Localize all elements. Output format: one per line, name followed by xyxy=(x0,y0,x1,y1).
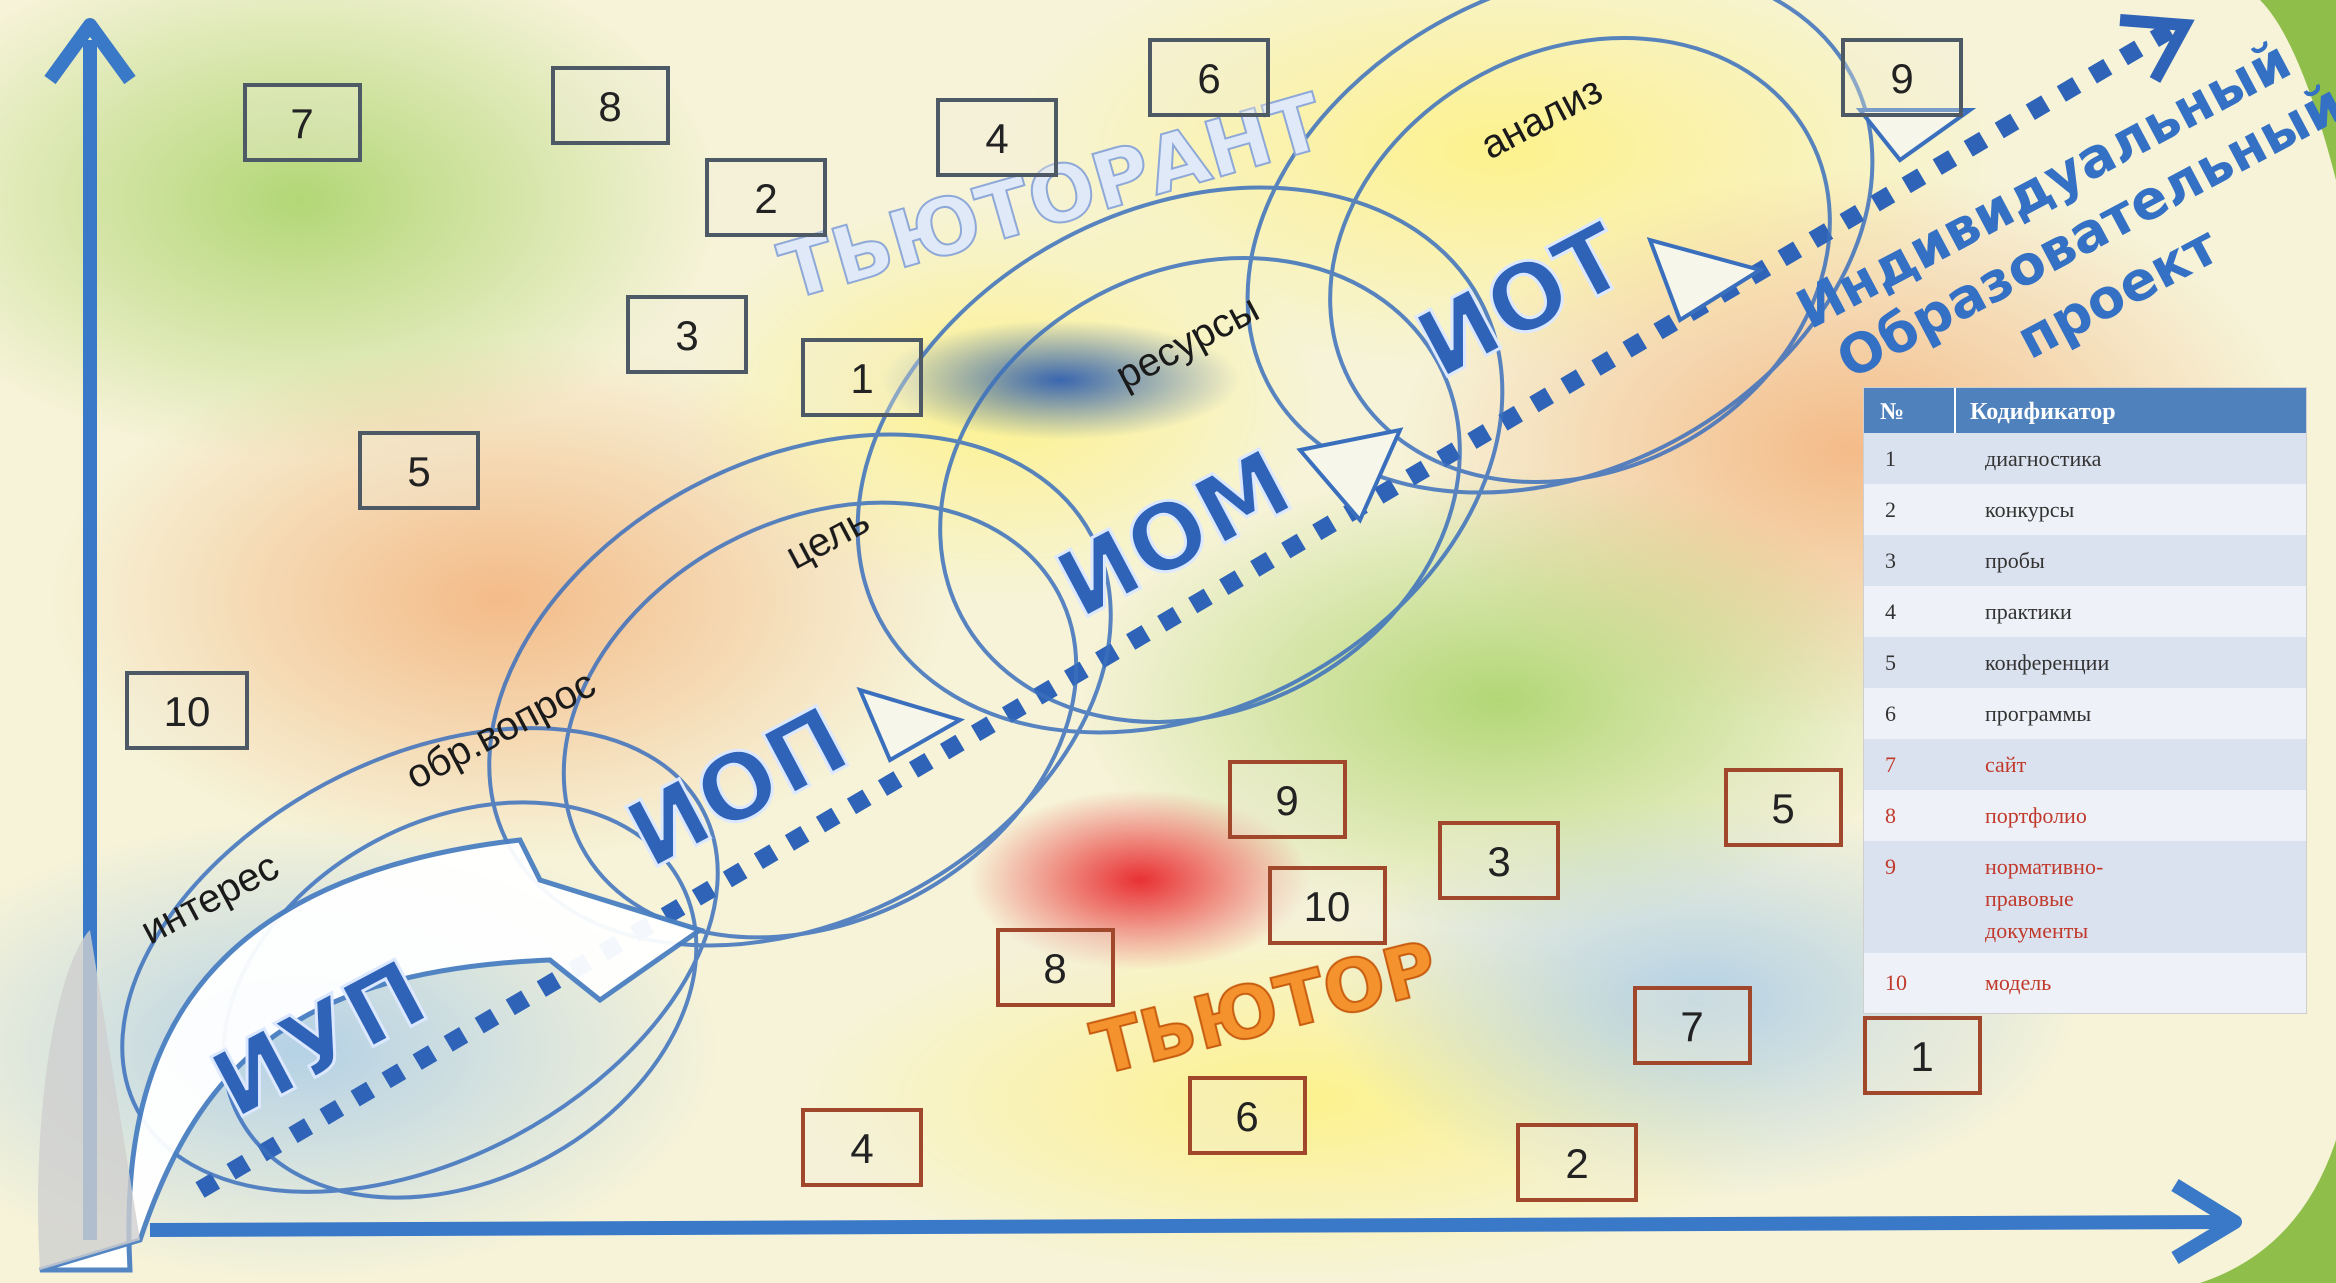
lower-box: 3 xyxy=(1440,823,1558,898)
table-row: 2 конкурсы xyxy=(1864,484,2306,535)
svg-text:4: 4 xyxy=(985,115,1008,162)
table-row: 3 пробы xyxy=(1864,535,2306,586)
svg-text:3: 3 xyxy=(1885,548,1896,573)
svg-text:2: 2 xyxy=(1565,1140,1588,1187)
svg-text:4: 4 xyxy=(1885,599,1896,624)
lower-box: 2 xyxy=(1518,1125,1636,1200)
svg-text:5: 5 xyxy=(1771,785,1794,832)
svg-text:7: 7 xyxy=(290,100,313,147)
lower-box: 10 xyxy=(1270,868,1385,943)
table-header-label: Кодификатор xyxy=(1970,399,2116,425)
upper-box: 2 xyxy=(707,160,825,235)
svg-text:3: 3 xyxy=(1487,838,1510,885)
lower-box: 6 xyxy=(1190,1078,1305,1153)
table-row: 8 портфолио xyxy=(1864,790,2306,841)
svg-text:1: 1 xyxy=(1910,1033,1933,1080)
svg-text:10: 10 xyxy=(1304,883,1351,930)
upper-box: 10 xyxy=(127,673,247,748)
svg-text:конкурсы: конкурсы xyxy=(1985,497,2074,522)
upper-box: 9 xyxy=(1843,40,1961,115)
upper-box: 3 xyxy=(628,297,746,372)
upper-box: 6 xyxy=(1150,40,1268,115)
svg-text:6: 6 xyxy=(1885,701,1896,726)
upper-box: 8 xyxy=(553,68,668,143)
svg-text:практики: практики xyxy=(1985,599,2072,624)
svg-text:6: 6 xyxy=(1235,1093,1258,1140)
x-axis xyxy=(150,1222,2225,1230)
label-line-3: документы xyxy=(1985,918,2088,943)
svg-text:9: 9 xyxy=(1885,854,1896,879)
svg-text:8: 8 xyxy=(598,83,621,130)
table-header-num: № xyxy=(1880,399,1904,425)
svg-text:5: 5 xyxy=(1885,650,1896,675)
upper-box: 4 xyxy=(938,100,1056,175)
svg-text:пробы: пробы xyxy=(1985,548,2045,573)
lower-box: 1 xyxy=(1865,1018,1980,1093)
upper-box: 7 xyxy=(245,85,360,160)
label-line-1: нормативно- xyxy=(1985,854,2103,879)
lower-box: 5 xyxy=(1726,770,1841,845)
table-row: 4 практики xyxy=(1864,586,2306,637)
svg-text:8: 8 xyxy=(1885,803,1896,828)
svg-text:6: 6 xyxy=(1197,55,1220,102)
svg-text:конференции: конференции xyxy=(1985,650,2109,675)
svg-text:9: 9 xyxy=(1275,777,1298,824)
svg-text:7: 7 xyxy=(1680,1003,1703,1050)
svg-text:портфолио: портфолио xyxy=(1985,803,2087,828)
lower-box: 7 xyxy=(1635,988,1750,1063)
upper-box: 1 xyxy=(803,340,921,415)
table-row: 5 конференции xyxy=(1864,637,2306,688)
svg-text:3: 3 xyxy=(675,312,698,359)
svg-text:сайт: сайт xyxy=(1985,752,2027,777)
svg-text:10: 10 xyxy=(164,688,211,735)
svg-text:1: 1 xyxy=(850,355,873,402)
table-row: 1 диагностика xyxy=(1864,433,2306,484)
svg-text:5: 5 xyxy=(407,448,430,495)
table-row: 6 программы xyxy=(1864,688,2306,739)
table-row: 10 модель xyxy=(1864,953,2306,1013)
lower-box: 9 xyxy=(1230,762,1345,837)
svg-text:9: 9 xyxy=(1890,55,1913,102)
svg-text:7: 7 xyxy=(1885,752,1896,777)
table-row: 9 нормативно- правовые документы xyxy=(1864,841,2306,953)
upper-box: 5 xyxy=(360,433,478,508)
svg-text:10: 10 xyxy=(1885,970,1907,995)
lower-box: 4 xyxy=(803,1110,921,1185)
label-line-2: правовые xyxy=(1985,886,2074,911)
svg-text:модель: модель xyxy=(1985,970,2051,995)
svg-text:диагностика: диагностика xyxy=(1985,446,2102,471)
svg-text:8: 8 xyxy=(1043,945,1066,992)
svg-text:1: 1 xyxy=(1885,446,1896,471)
table-row: 7 сайт xyxy=(1864,739,2306,790)
lower-box: 8 xyxy=(998,930,1113,1005)
svg-text:программы: программы xyxy=(1985,701,2091,726)
svg-text:2: 2 xyxy=(754,175,777,222)
codifier-table: № Кодификатор 1 диагностика 2 конкурсы 3… xyxy=(1864,388,2306,1013)
svg-text:2: 2 xyxy=(1885,497,1896,522)
svg-text:4: 4 xyxy=(850,1125,873,1172)
